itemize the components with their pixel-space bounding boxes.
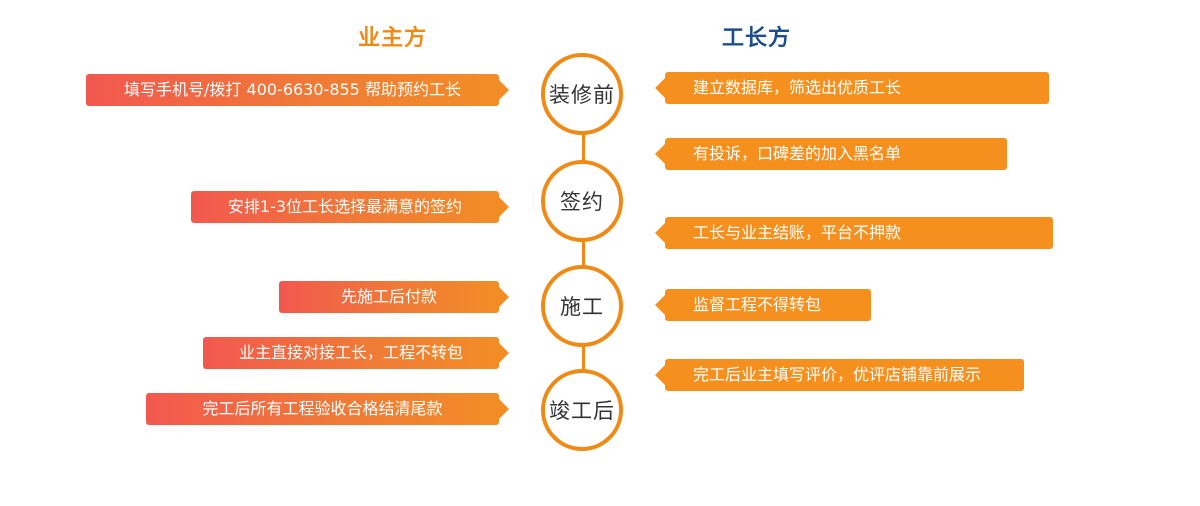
foreman-note-blacklist: 有投诉，口碑差的加入黑名单 (655, 138, 1007, 170)
owner-note-final-payment: 完工后所有工程验收合格结清尾款 (146, 393, 509, 425)
owner-note-booking: 填写手机号/拨打 400-6630-855 帮助预约工长 (86, 74, 509, 106)
foreman-note-database: 建立数据库，筛选出优质工长 (655, 72, 1049, 104)
stage-after-completion: 竣工后 (541, 369, 623, 451)
owner-note-choose-foreman: 安排1-3位工长选择最满意的签约 (191, 191, 509, 223)
foreman-note-settlement: 工长与业主结账，平台不押款 (655, 217, 1053, 249)
owner-note-build-then-pay: 先施工后付款 (279, 281, 509, 313)
foreman-note-reviews: 完工后业主填写评价，优评店铺靠前展示 (655, 359, 1024, 391)
stage-construction: 施工 (541, 265, 623, 347)
foreman-note-no-subcontract: 监督工程不得转包 (655, 289, 871, 321)
owner-note-direct-contact: 业主直接对接工长，工程不转包 (203, 337, 509, 369)
stage-contract-signing: 签约 (541, 160, 623, 242)
timeline-connector (582, 120, 585, 400)
owner-side-header: 业主方 (358, 26, 428, 51)
stage-before-renovation: 装修前 (541, 53, 623, 135)
foreman-side-header: 工长方 (722, 26, 792, 51)
